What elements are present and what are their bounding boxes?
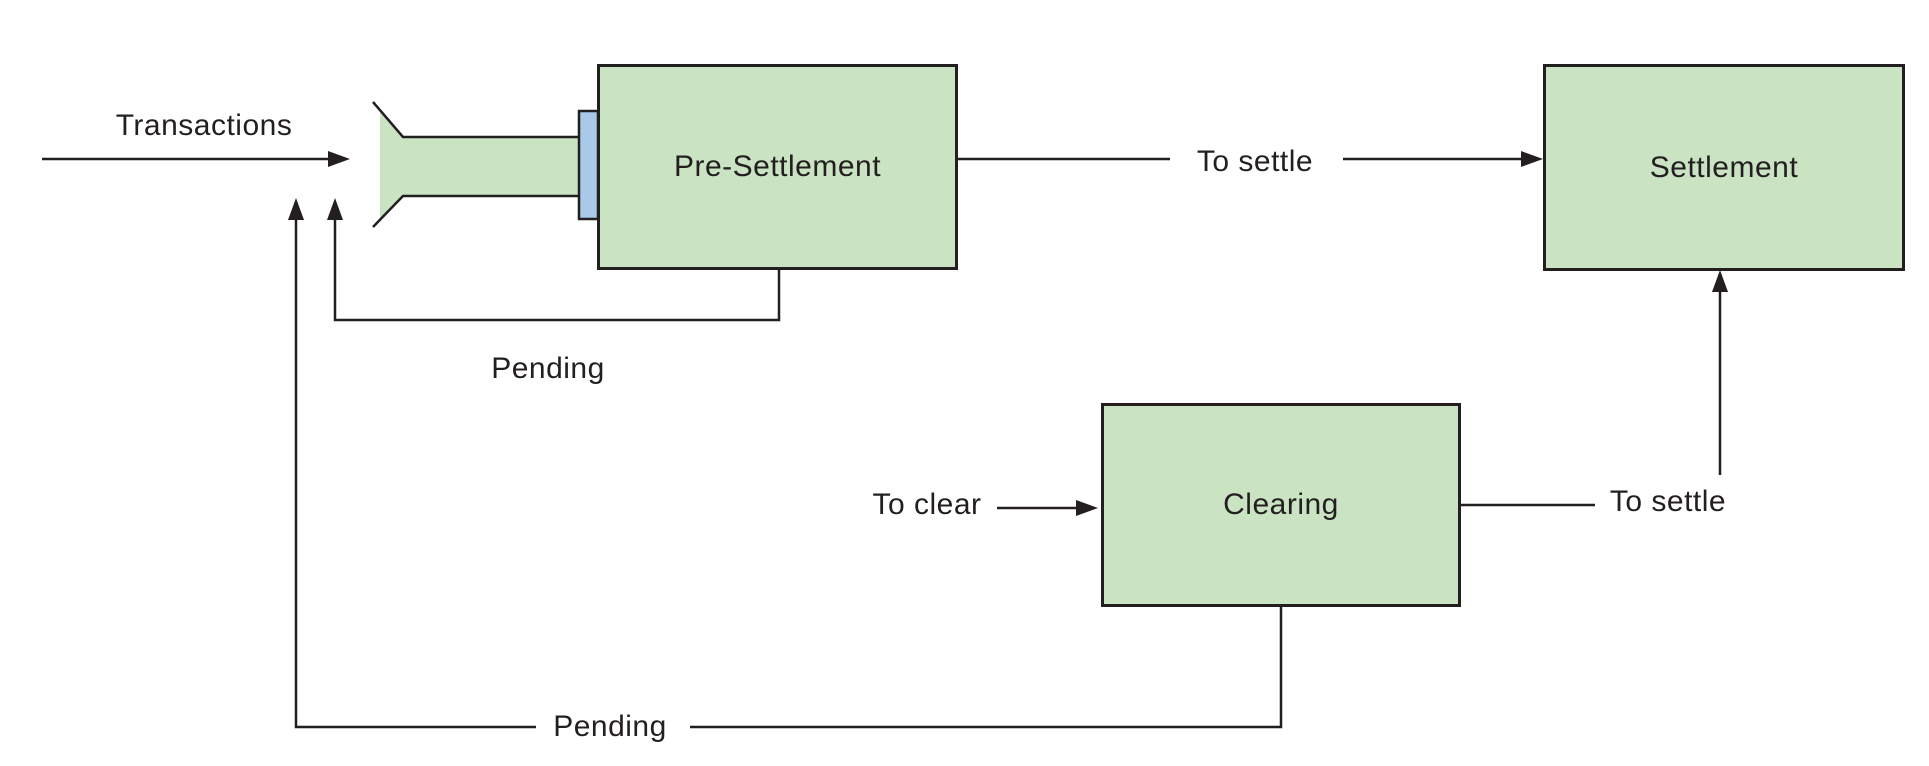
to-settle-upper-label: To settle (1196, 145, 1314, 178)
to-clear-label: To clear (872, 488, 982, 521)
pending-lower-loop-line-right (690, 607, 1283, 729)
transactions-arrowhead-icon (328, 151, 350, 167)
to-settle-upper-arrowhead-icon (1521, 151, 1543, 167)
funnel-top-edge (372, 101, 580, 139)
settlement-box: Settlement (1543, 64, 1905, 271)
to-settle-lower-arrowhead-icon (1712, 270, 1728, 292)
buffer-bar (577, 109, 600, 221)
funnel-bottom-edge (372, 194, 580, 228)
pending-upper-arrowhead-icon (327, 198, 343, 220)
pending-lower-label: Pending (553, 710, 667, 743)
funnel-shape (380, 110, 580, 219)
pre-settlement-box: Pre-Settlement (597, 64, 958, 270)
pending-lower-arrowhead-icon (288, 198, 304, 220)
pending-upper-loop-line (333, 218, 781, 322)
pre-settlement-label: Pre-Settlement (673, 150, 882, 183)
pending-upper-label: Pending (491, 352, 605, 385)
settlement-label: Settlement (1649, 150, 1799, 184)
pending-lower-loop-line-left (294, 218, 536, 729)
clearing-label: Clearing (1223, 488, 1339, 521)
transactions-label: Transactions (115, 109, 293, 142)
to-clear-arrowhead-icon (1076, 500, 1098, 516)
clearing-box: Clearing (1101, 403, 1461, 607)
to-settle-lower-label: To settle (1609, 485, 1727, 518)
